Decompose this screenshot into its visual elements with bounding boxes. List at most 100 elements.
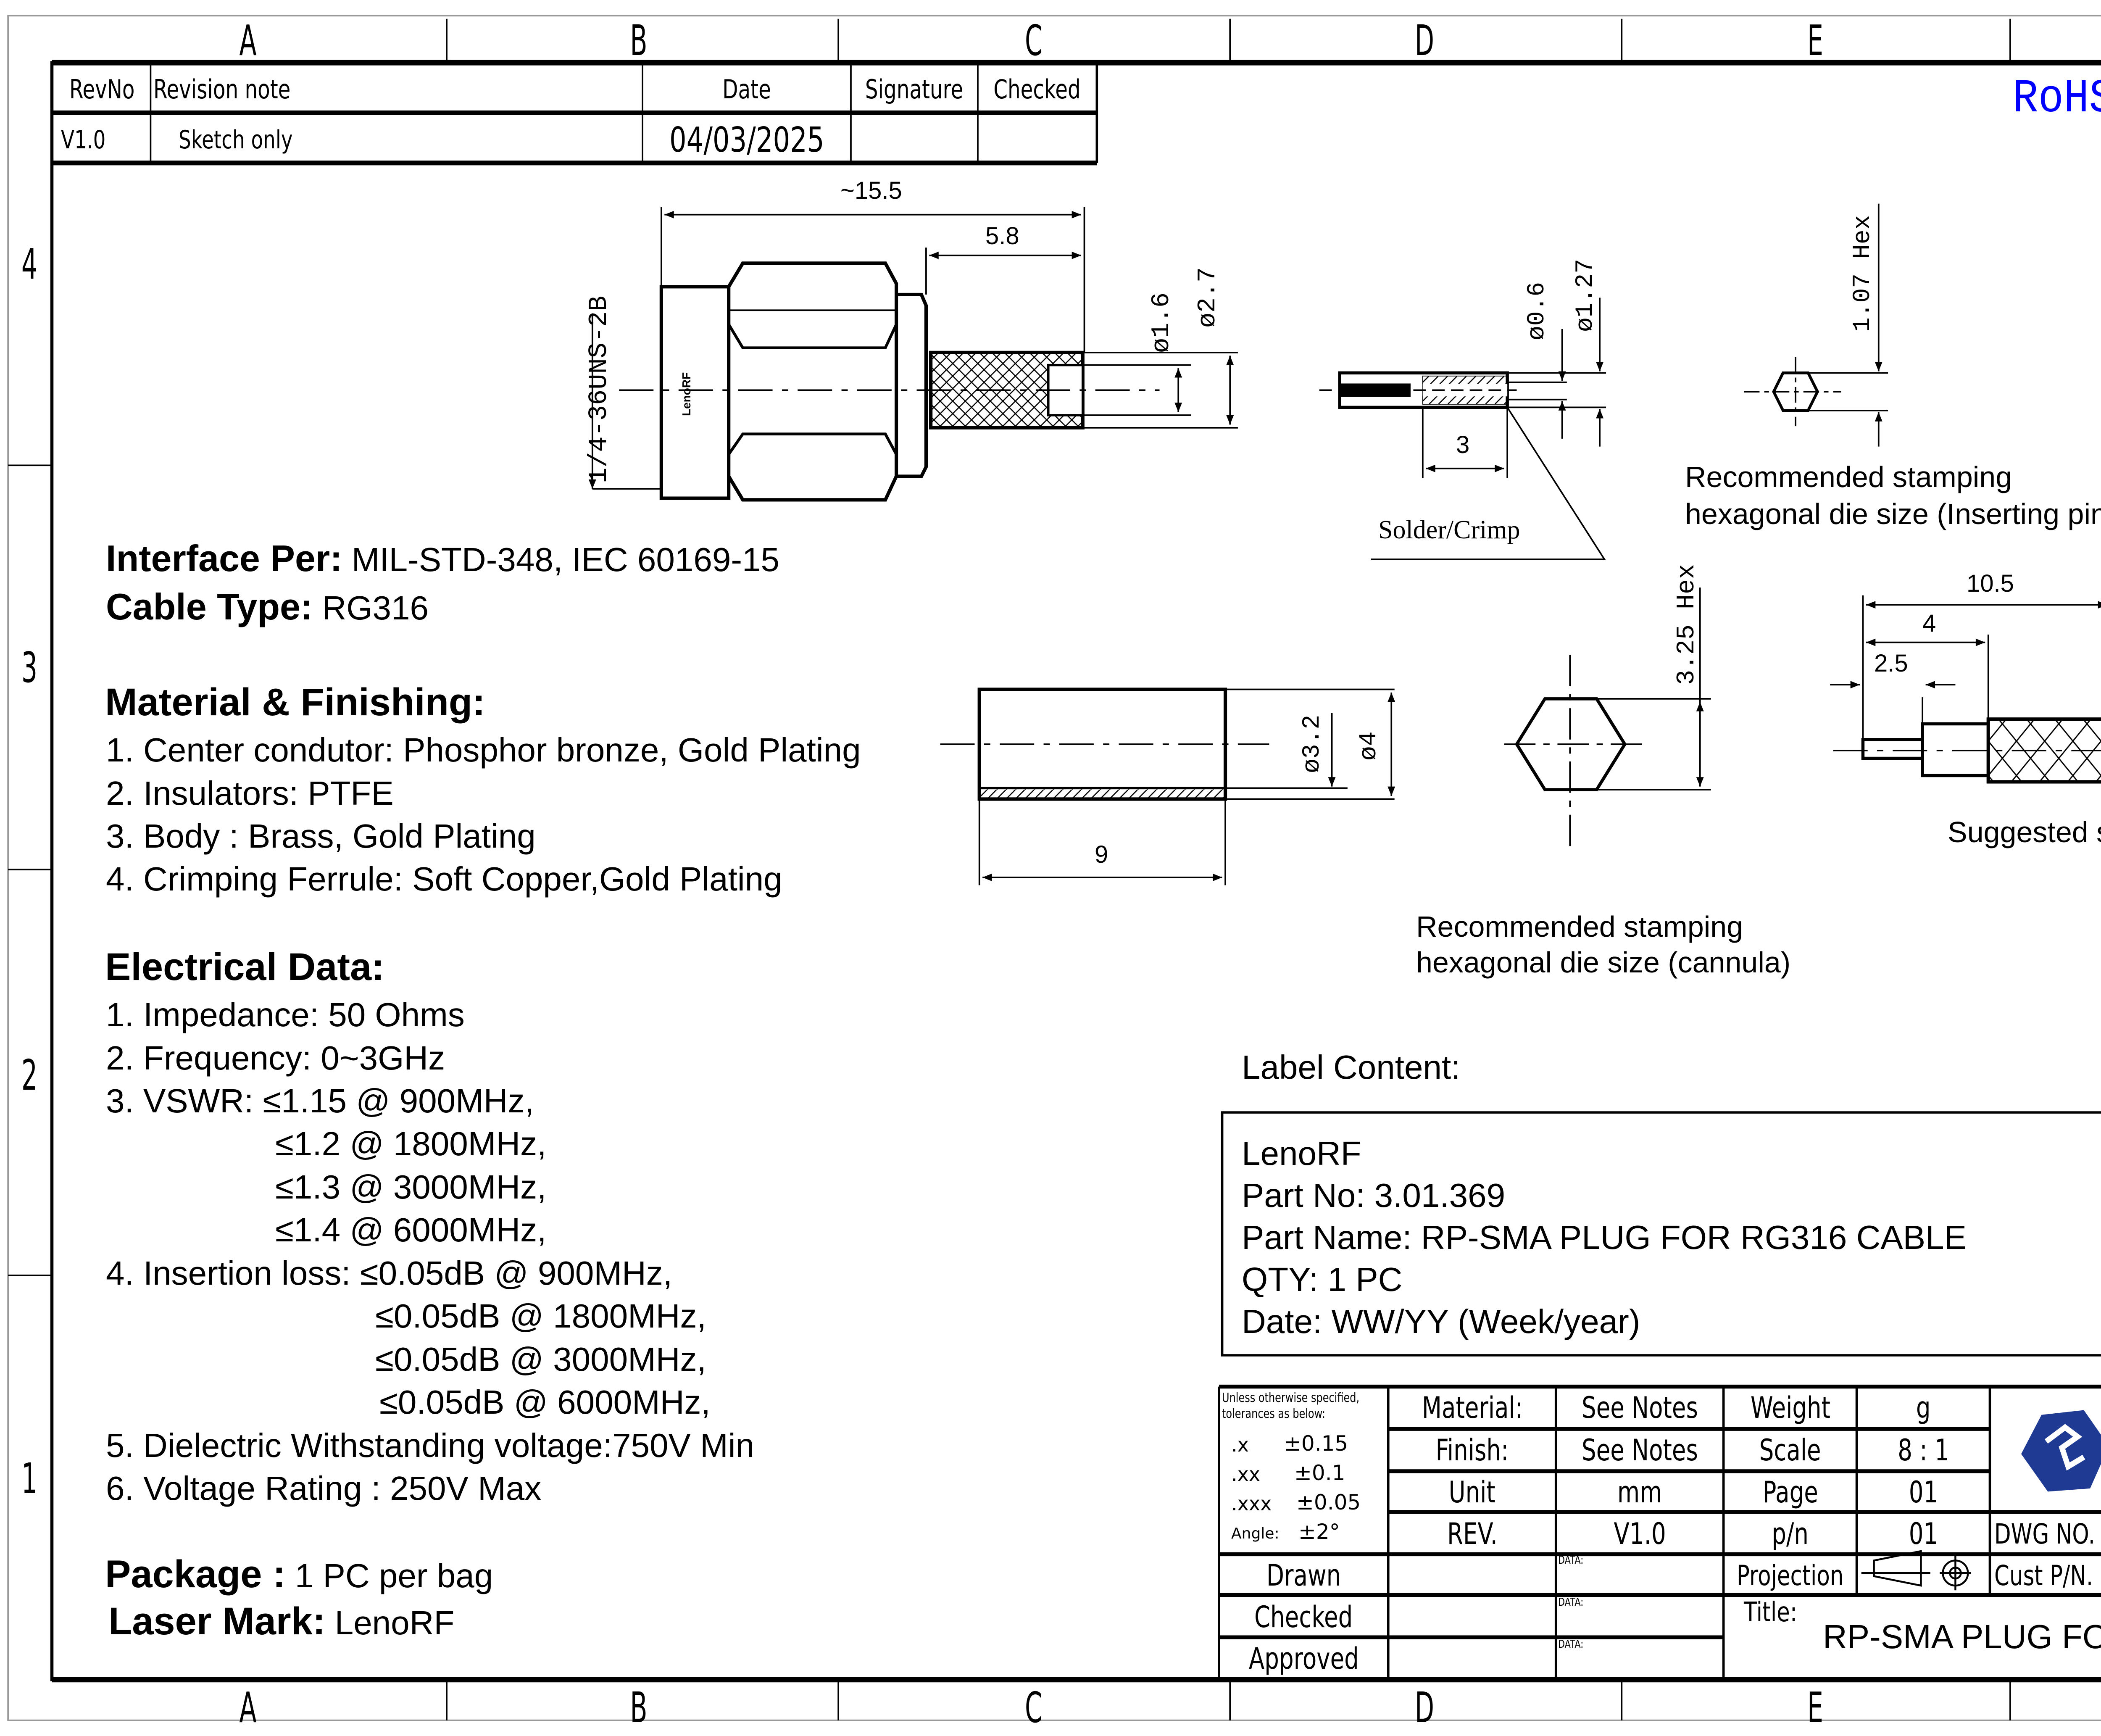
- electrical-item: 2. Frequency: 0~3GHz: [106, 1039, 445, 1077]
- drawing-title: RP-SMA PLUG FOR RG316 CABLE: [1823, 1618, 2101, 1655]
- grid-row-2-left: 2: [21, 1051, 38, 1100]
- drawn-date-label: DATA:: [1558, 1554, 1584, 1567]
- material-item-1: 1. Center condutor: Phosphor bronze, Gol…: [106, 731, 861, 769]
- pin-solder-crimp-callout: Solder/Crimp: [1378, 516, 1520, 544]
- dwg-no-label: DWG NO.: [1994, 1517, 2096, 1550]
- pn-value: 01: [1909, 1517, 1938, 1551]
- electrical-heading: Electrical Data:: [105, 946, 384, 988]
- rev-header-signature: Signature: [865, 74, 964, 105]
- material-item-2: 2. Insulators: PTFE: [106, 774, 394, 812]
- tolerance-value: ±0.1: [1294, 1461, 1345, 1485]
- dim-pin-hex-size: 1.07 Hex: [1849, 215, 1877, 332]
- dim-thread-spec: 1/4-36UNS-2B: [584, 295, 614, 483]
- tolerance-key: .xx: [1231, 1463, 1261, 1486]
- rev-header-note: Revision note: [153, 74, 291, 105]
- dim-strip-pin: 2.5: [1874, 650, 1908, 677]
- material-item-3: 3. Body : Brass, Gold Plating: [106, 817, 536, 855]
- material-heading: Material & Finishing:: [105, 681, 485, 724]
- dim-ferrule-hex-size: 3.25 Hex: [1673, 564, 1701, 685]
- tolerance-key: .xxx: [1231, 1492, 1272, 1515]
- rev-row-note: Sketch only: [179, 125, 293, 155]
- laser-mark-label: Laser Mark:: [108, 1600, 326, 1643]
- cust-pn-label: Cust P/N.: [1994, 1559, 2093, 1592]
- material-value: See Notes: [1582, 1391, 1698, 1425]
- dim-crimp-length: 5.8: [985, 222, 1019, 250]
- tolerance-note-2: tolerances as below:: [1222, 1407, 1325, 1421]
- grid-row-3-left: 3: [21, 643, 38, 692]
- label-line: Part Name: RP-SMA PLUG FOR RG316 CABLE: [1242, 1219, 1967, 1256]
- rohs-compliant-label: RoHS Compliant.: [2013, 72, 2101, 126]
- electrical-item: ≤1.4 @ 6000MHz,: [275, 1211, 547, 1249]
- finish-label: Finish:: [1435, 1433, 1509, 1467]
- electrical-item: 1. Impedance: 50 Ohms: [106, 996, 465, 1033]
- cable-type-value: RG316: [313, 589, 429, 627]
- grid-col-c-bottom: C: [1025, 1683, 1043, 1732]
- package-label: Package :: [105, 1553, 286, 1596]
- grid-col-e-top: E: [1807, 16, 1823, 65]
- stripping-caption: Suggested stripping: [1948, 816, 2101, 848]
- laser-mark-value: LenoRF: [325, 1604, 455, 1641]
- rev-row-revno: V1.0: [61, 125, 106, 155]
- tolerance-value: ±2°: [1298, 1520, 1340, 1544]
- material-label: Material:: [1422, 1391, 1523, 1425]
- dim-ferrule-outer-dia: ø4: [1356, 731, 1383, 761]
- tolerance-key: .x: [1231, 1433, 1249, 1456]
- electrical-item: ≤0.05dB @ 6000MHz,: [379, 1383, 711, 1421]
- grid-col-c-top: C: [1025, 16, 1043, 65]
- grid-col-d-top: D: [1414, 16, 1435, 65]
- third-angle-projection-icon: [1857, 1555, 1990, 1596]
- dim-ferrule-length: 9: [1095, 841, 1108, 868]
- checked-date-label: DATA:: [1558, 1596, 1584, 1609]
- dim-pin-inner-dia: ø0.6: [1524, 282, 1551, 340]
- package-spec: Package : 1 PC per bag: [105, 1555, 493, 1594]
- dim-strip-total: 10.5: [1967, 570, 2014, 597]
- plug-body-mark: LenoRF: [680, 372, 693, 416]
- tolerance-value: ±0.15: [1284, 1431, 1348, 1456]
- cable-type-spec: Cable Type: RG316: [106, 588, 429, 625]
- scale-value: 8 : 1: [1898, 1433, 1949, 1467]
- projection-label: Projection: [1737, 1559, 1844, 1592]
- rev-row-date: 04/03/2025: [669, 120, 824, 160]
- lenorf-logo-mark: [2021, 1410, 2101, 1492]
- ferrule-hex-caption-line2: hexagonal die size (cannula): [1416, 946, 1791, 979]
- rev-header-checked: Checked: [993, 74, 1081, 105]
- unit-label: Unit: [1448, 1475, 1496, 1509]
- interface-spec: Interface Per: MIL-STD-348, IEC 60169-15: [106, 540, 779, 577]
- dim-plug-inner-dia: ø1.6: [1148, 292, 1176, 353]
- dim-overall-length: ~15.5: [840, 177, 902, 204]
- package-value: 1 PC per bag: [285, 1557, 493, 1594]
- cable-type-label: Cable Type:: [106, 586, 313, 627]
- electrical-item: ≤1.2 @ 1800MHz,: [275, 1125, 547, 1162]
- interface-value: MIL-STD-348, IEC 60169-15: [342, 541, 779, 578]
- grid-row-4-left: 4: [21, 240, 38, 289]
- pn-label: p/n: [1772, 1517, 1809, 1551]
- dim-strip-dielectric: 4: [1922, 610, 1936, 637]
- material-item-4: 4. Crimping Ferrule: Soft Copper,Gold Pl…: [106, 860, 782, 898]
- interface-label: Interface Per:: [106, 537, 342, 579]
- pin-hex-caption-line2: hexagonal die size (Inserting pin): [1685, 498, 2101, 530]
- title-label: Title:: [1744, 1597, 1797, 1628]
- approved-date-label: DATA:: [1558, 1638, 1584, 1651]
- approved-label: Approved: [1248, 1641, 1359, 1676]
- label-line: QTY: 1 PC: [1242, 1261, 1403, 1298]
- dim-pin-length: 3: [1456, 431, 1470, 458]
- scale-label: Scale: [1759, 1433, 1821, 1467]
- finish-value: See Notes: [1582, 1433, 1698, 1467]
- ferrule-hex-caption-line1: Recommended stamping: [1416, 910, 1743, 943]
- page-value: 01: [1909, 1475, 1938, 1509]
- grid-col-a-bottom: A: [239, 1683, 257, 1732]
- electrical-item: 5. Dielectric Withstanding voltage:750V …: [106, 1427, 754, 1464]
- rev-header-date: Date: [722, 74, 771, 105]
- rev-header-revno: RevNo: [69, 74, 135, 105]
- label-line: Part No: 3.01.369: [1242, 1177, 1506, 1214]
- label-content-heading: Label Content:: [1242, 1048, 1461, 1086]
- electrical-item: ≤1.3 @ 3000MHz,: [275, 1168, 547, 1206]
- grid-row-1-left: 1: [21, 1454, 38, 1503]
- electrical-item: 6. Voltage Rating : 250V Max: [106, 1470, 542, 1507]
- grid-col-e-bottom: E: [1807, 1683, 1823, 1732]
- electrical-item: ≤0.05dB @ 3000MHz,: [375, 1341, 706, 1378]
- electrical-item: ≤0.05dB @ 1800MHz,: [375, 1297, 706, 1335]
- page-label: Page: [1762, 1475, 1818, 1509]
- checked-label: Checked: [1254, 1599, 1353, 1634]
